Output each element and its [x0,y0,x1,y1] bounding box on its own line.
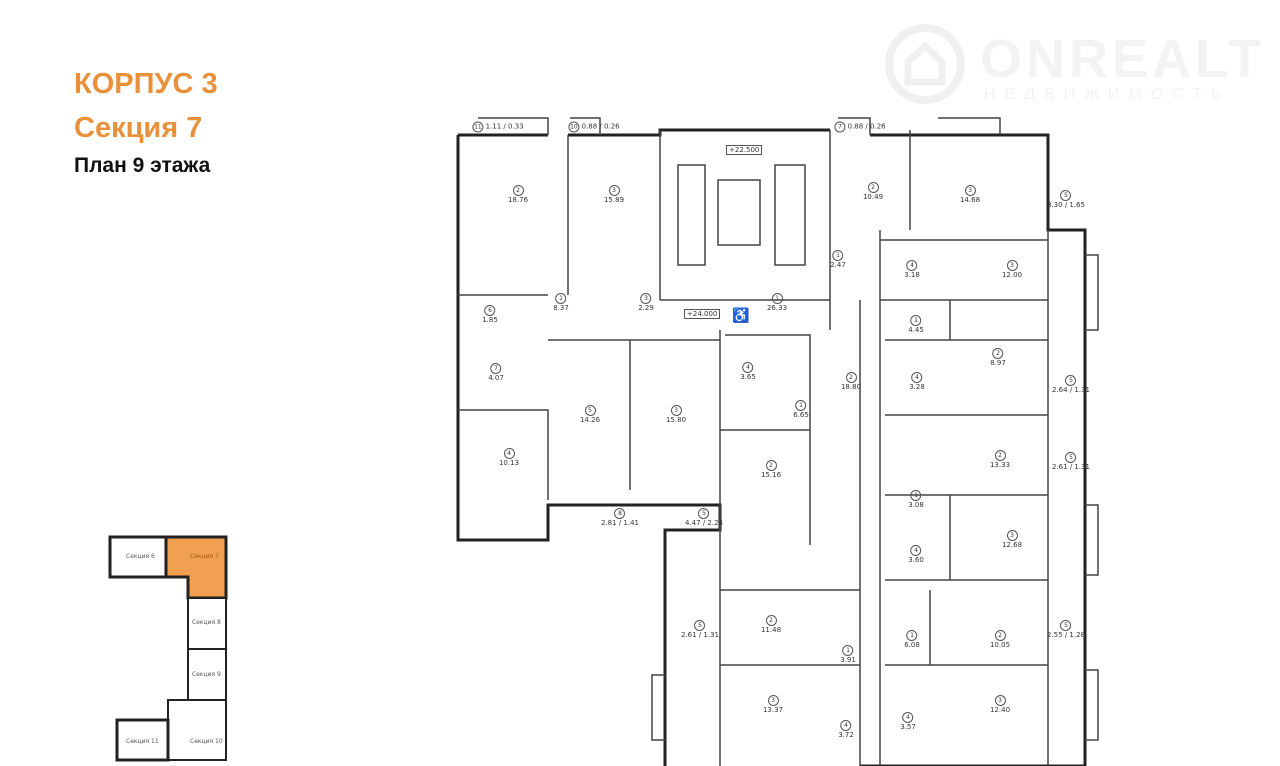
balcony-label: 7 0.88 / 0.26 [834,121,886,133]
key-label: Секция 10 [190,738,223,745]
house-pin-icon [885,24,965,104]
balcony-label: 11 1.11 / 0.33 [472,121,524,133]
key-label: Секция 7 [190,553,219,560]
key-label: Секция 11 [126,738,159,745]
key-section-11 [115,718,170,762]
floor-title: План 9 этажа [74,154,211,177]
key-section-8 [187,597,227,650]
section-title: Секция 7 [74,112,203,144]
key-label: Секция 9 [192,671,221,678]
key-label: Секция 6 [126,553,155,560]
wheelchair-icon: ♿ [732,307,750,323]
key-label: Секция 8 [192,619,221,626]
building-title: КОРПУС 3 [74,68,218,100]
elevation-mark: +24.000 [684,309,721,319]
balcony-label: 10 0.88 / 0.26 [568,121,620,133]
watermark-brand: ONREALT [980,29,1265,89]
key-section-9 [187,648,227,701]
elevation-mark: +22.500 [726,145,763,155]
key-section-10 [167,699,227,761]
watermark-subtitle: НЕДВИЖИМОСТЬ [984,86,1231,103]
watermark-logo: ONREALT НЕДВИЖИМОСТЬ [880,22,1261,108]
